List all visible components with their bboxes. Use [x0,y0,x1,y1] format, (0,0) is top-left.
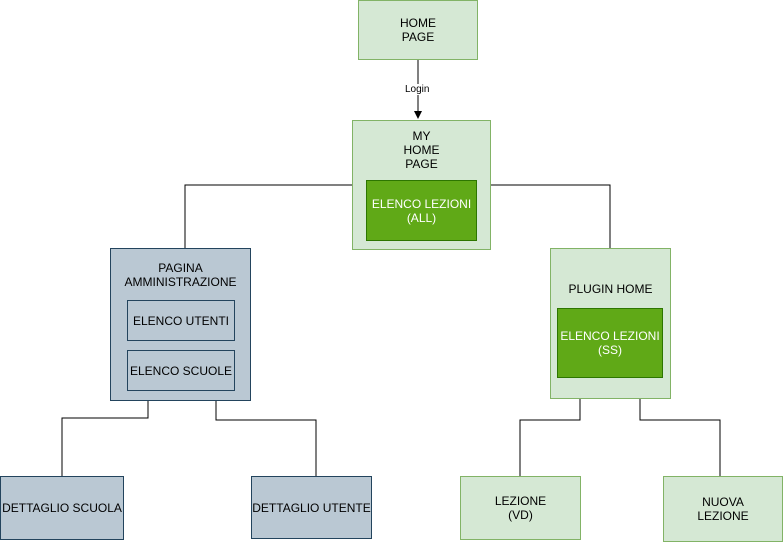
pagina-amministrazione-label: PAGINA AMMINISTRAZIONE [124,261,237,289]
node-dettaglio-scuola[interactable]: DETTAGLIO SCUOLA [0,476,124,540]
node-nuova-lezione[interactable]: NUOVA LEZIONE [663,476,783,542]
plugin-home-label: PLUGIN HOME [568,282,653,296]
edge-label-login: Login [404,84,431,95]
edge-myhome-to-plugin [491,184,611,248]
node-elenco-lezioni-all[interactable]: ELENCO LEZIONI (ALL) [366,180,477,241]
node-home-page[interactable]: HOME PAGE [358,0,478,60]
edge-admin-to-scuola [61,400,149,476]
node-dettaglio-utente[interactable]: DETTAGLIO UTENTE [251,476,372,539]
node-lezione-vd[interactable]: LEZIONE (VD) [460,476,581,540]
my-home-page-label: MY HOME PAGE [403,129,440,171]
edge-myhome-to-admin [184,184,352,248]
node-elenco-utenti[interactable]: ELENCO UTENTI [127,300,235,341]
edge-admin-to-utente [215,400,317,476]
node-elenco-lezioni-ss[interactable]: ELENCO LEZIONI (SS) [557,308,663,378]
edge-plugin-to-lezione [519,398,581,476]
node-elenco-scuole[interactable]: ELENCO SCUOLE [127,350,235,391]
edge-plugin-to-nuova [639,398,721,476]
